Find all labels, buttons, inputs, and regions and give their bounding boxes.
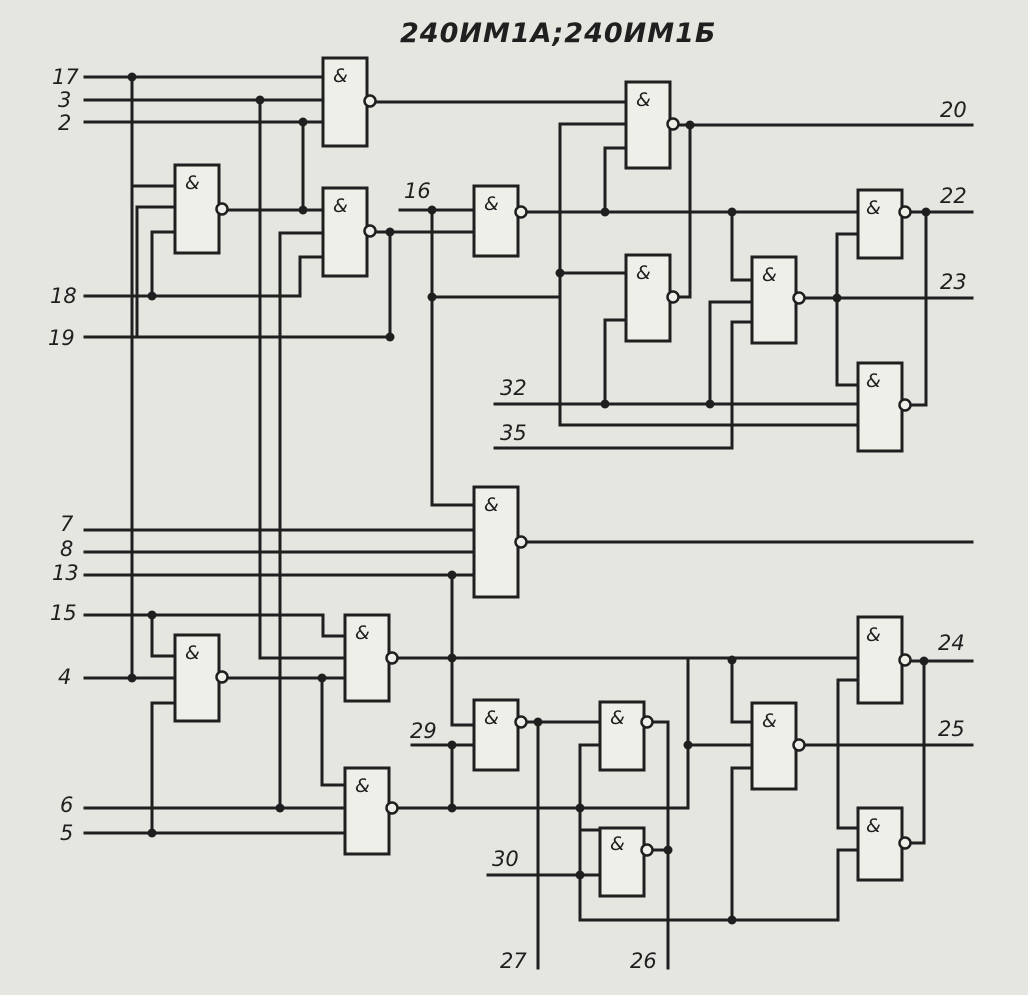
gate-symbol: & <box>610 707 625 729</box>
nand-gate-5: & <box>624 80 680 170</box>
input-pin-2: 2 <box>58 111 71 135</box>
gate-symbol: & <box>636 89 651 111</box>
nand-gate-6: & <box>624 253 680 343</box>
gate-symbol: & <box>333 65 348 87</box>
input-pin-19: 19 <box>48 326 75 350</box>
input-pin-6: 6 <box>60 793 73 817</box>
nand-gate-1: & <box>321 56 377 148</box>
gate-symbol: & <box>333 195 348 217</box>
input-pin-17: 17 <box>52 65 79 89</box>
gate-symbol: & <box>762 710 777 732</box>
nand-gate-4: & <box>321 186 377 278</box>
output-pin-22: 22 <box>940 184 967 208</box>
nand-gate-10: & <box>472 485 528 599</box>
gate-symbol: & <box>762 264 777 286</box>
nand-gate-11: & <box>173 633 229 723</box>
input-pin-8: 8 <box>60 537 73 561</box>
nand-gate-8: & <box>856 188 912 260</box>
diagram-title: 240ИМ1А;240ИМ1Б <box>400 18 717 49</box>
input-pin-32: 32 <box>500 376 527 400</box>
gate-symbol: & <box>185 172 200 194</box>
gate-symbol: & <box>484 193 499 215</box>
output-pin-20: 20 <box>940 98 967 122</box>
gate-symbol: & <box>185 642 200 664</box>
output-pin-24: 24 <box>938 631 965 655</box>
gate-symbol: & <box>484 707 499 729</box>
nand-gate-15: & <box>598 700 654 772</box>
input-pin-3: 3 <box>58 88 71 112</box>
gate-symbol: & <box>866 197 881 219</box>
output-pin-27: 27 <box>500 949 527 973</box>
nand-gate-17: & <box>750 701 806 791</box>
nand-gate-18: & <box>856 615 912 705</box>
gate-symbol: & <box>636 262 651 284</box>
nand-gate-14: & <box>472 698 528 772</box>
nand-gate-16: & <box>598 826 654 898</box>
input-pin-7: 7 <box>60 512 74 536</box>
input-pin-29: 29 <box>410 719 437 743</box>
input-pin-30: 30 <box>492 847 519 871</box>
gate-symbol: & <box>484 494 499 516</box>
input-pin-4: 4 <box>58 665 71 689</box>
nand-gate-19: & <box>856 806 912 882</box>
nand-gate-2: & <box>472 184 528 258</box>
input-pin-15: 15 <box>50 601 77 625</box>
output-pin-23: 23 <box>940 270 967 294</box>
input-pin-16: 16 <box>404 179 431 203</box>
input-pin-35: 35 <box>500 421 527 445</box>
input-pin-13: 13 <box>52 561 79 585</box>
gate-symbol: & <box>610 833 625 855</box>
input-pin-5: 5 <box>60 821 73 845</box>
gate-symbol: & <box>866 624 881 646</box>
junctions <box>127 72 931 925</box>
nand-gate-12: & <box>343 613 399 703</box>
nand-gate-13: & <box>343 766 399 856</box>
output-pin-26: 26 <box>630 949 657 973</box>
nand-gate-7: & <box>750 255 806 345</box>
nand-gate-9: & <box>856 361 912 453</box>
gate-symbol: & <box>866 815 881 837</box>
gate-symbol: & <box>355 622 370 644</box>
input-pin-18: 18 <box>50 284 77 308</box>
output-pin-labels: 20 22 23 24 25 27 26 <box>500 98 967 973</box>
input-pin-labels: 17 3 2 18 19 16 32 35 7 8 13 15 4 29 6 5… <box>48 65 527 871</box>
gate-symbol: & <box>866 370 881 392</box>
nand-gate-3: & <box>173 163 229 255</box>
gates: & & & & & & <box>173 56 912 898</box>
output-pin-25: 25 <box>938 717 965 741</box>
gate-symbol: & <box>355 775 370 797</box>
wires <box>83 75 974 970</box>
